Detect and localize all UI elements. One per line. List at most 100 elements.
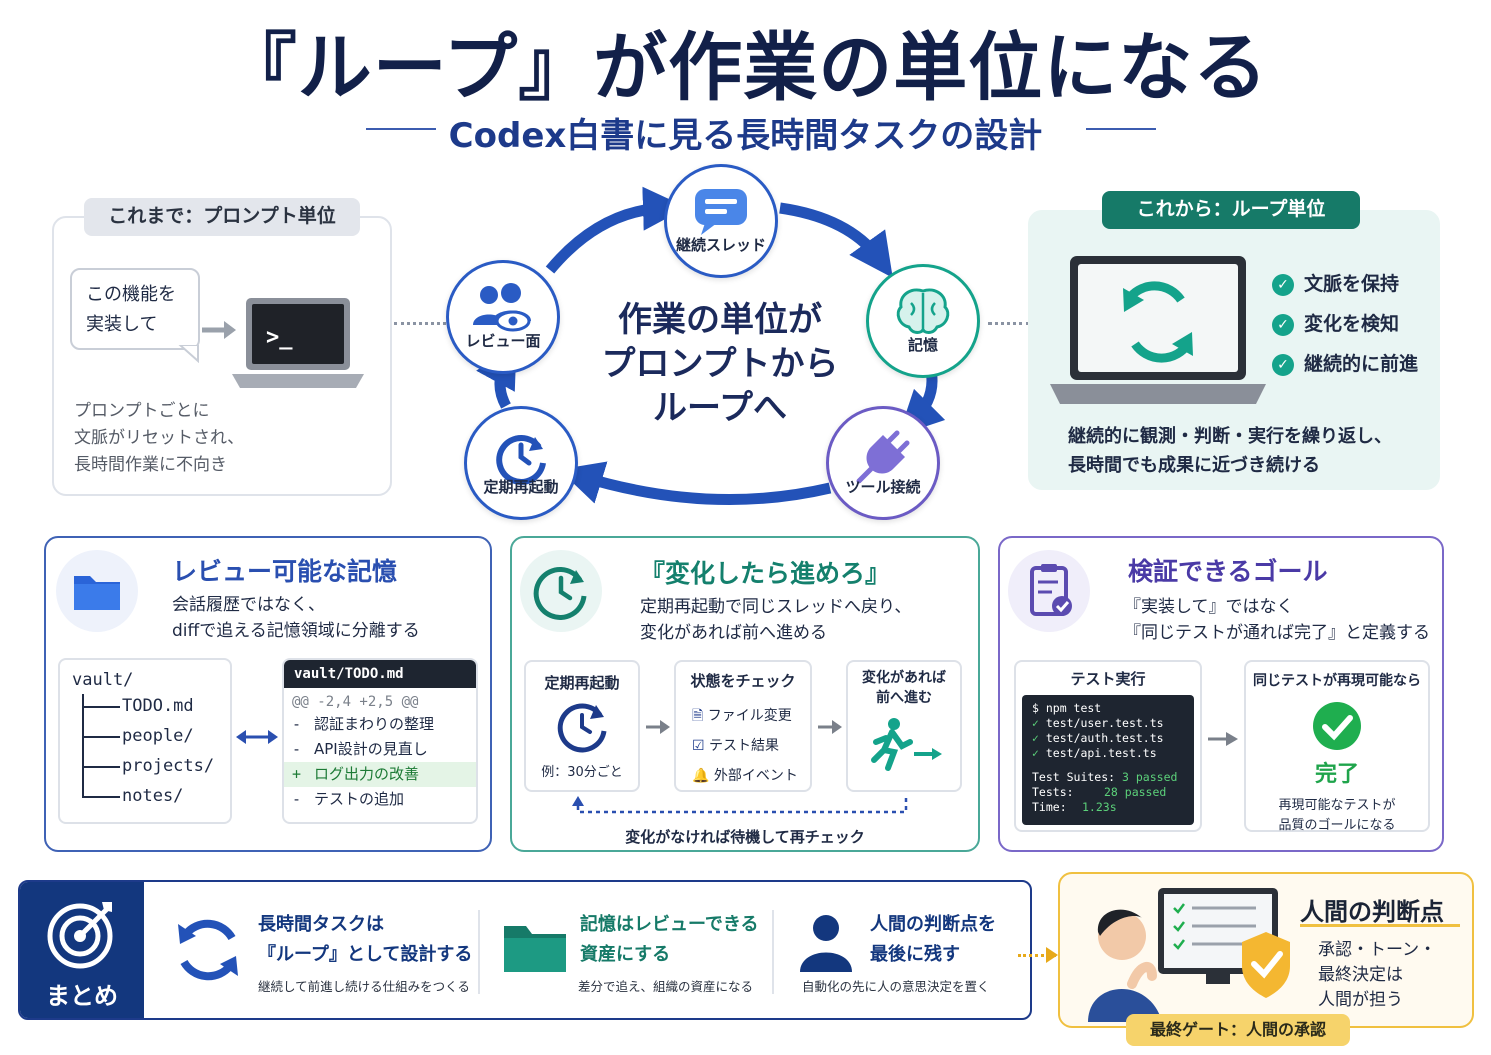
page-title: 『ループ』が作業の単位になる	[222, 25, 1269, 111]
before-tag: これまで：プロンプト単位	[84, 198, 360, 236]
status-item-event: 🔔 外部イベント	[692, 761, 810, 791]
goal-title: 検証できるゴール	[1128, 557, 1328, 586]
diff-text: API設計の見直し	[314, 740, 428, 758]
change-desc: 定期再起動で同じスレッドへ戻り、 変化があれば前へ進める	[640, 594, 911, 646]
after-desc-line-2: 長時間でも成果に近づき続ける	[1068, 455, 1320, 476]
restart-box-note: 例：30分ごと	[541, 765, 623, 780]
node-memory[interactable]: 記憶	[866, 264, 980, 378]
change-icon-circle	[520, 550, 602, 632]
status-item-test-label: テスト結果	[709, 738, 780, 754]
tree-item-people[interactable]: people/	[122, 726, 194, 746]
human-desc-line-1: 承認・トーン・	[1318, 940, 1437, 960]
done-box: 同じテストが再現可能なら 完了 再現可能なテストが 品質のゴールになる	[1244, 660, 1430, 833]
review-users-icon	[473, 283, 531, 332]
human-title: 人間の判断点	[1300, 898, 1444, 926]
change-title: 『変化したら進めろ』	[640, 559, 891, 588]
loop-arrows-icon	[178, 919, 238, 981]
node-thread[interactable]: 継続スレッド	[664, 164, 778, 278]
clock-icon	[533, 566, 587, 620]
advance-box: 変化があれば 前へ進む	[846, 660, 962, 792]
folder-icon	[74, 576, 120, 610]
tree-branch	[82, 796, 120, 798]
tests-label: Tests:	[1032, 785, 1074, 799]
recheck-loop-arrow	[572, 796, 908, 814]
prompt-bubble: この機能を 実装して	[70, 268, 200, 350]
diff-text: 認証まわりの整理	[314, 715, 435, 733]
arrow-right-icon	[202, 321, 236, 339]
recheck-note: 変化がなければ待機して再チェック	[625, 828, 865, 846]
summary-item-3-line-1: 人間の判断点を	[870, 914, 996, 935]
summary-item-2-line-2: 資産にする	[580, 944, 671, 965]
human-reviewer-illustration	[1088, 888, 1290, 1022]
node-review[interactable]: レビュー面	[446, 260, 560, 374]
check-icon: ✓	[1272, 313, 1294, 336]
timer-icon	[557, 703, 607, 753]
memory-desc: 会話履歴ではなく、 diffで追える記憶領域に分離する	[172, 592, 420, 644]
terminal-cmd: $ npm test	[1032, 701, 1102, 715]
node-restart[interactable]: 定期再起動	[464, 406, 578, 520]
human-title-underline	[1300, 924, 1460, 927]
summary-item-1-note: 継続して前進し続ける仕組みをつくる	[258, 979, 470, 994]
terminal-test-line: ✓ test/auth.test.ts	[1032, 731, 1164, 745]
connector-gold	[1018, 954, 1056, 957]
node-restart-label: 定期再起動	[483, 478, 559, 496]
diff-line: -テストの追加	[284, 787, 476, 812]
arrow-right-icon	[1208, 732, 1238, 746]
done-note: 再現可能なテストが 品質のゴールになる	[1246, 796, 1428, 836]
node-review-label: レビュー面	[465, 332, 541, 350]
diff-line: -API設計の見直し	[284, 737, 476, 762]
status-check-box: 状態をチェック 🗎 ファイル変更 ☑ テスト結果 🔔 外部イベント	[674, 660, 812, 792]
status-item-file: 🗎 ファイル変更	[692, 701, 810, 731]
time-label: Time:	[1032, 800, 1067, 814]
terminal-test-line: ✓ test/user.test.ts	[1032, 716, 1164, 730]
bidirectional-arrow-icon	[236, 730, 278, 744]
memory-icon-circle	[56, 550, 138, 632]
after-desc-line-1: 継続的に観測・判断・実行を繰り返し、	[1068, 426, 1392, 447]
check-label-2: 変化を検知	[1304, 313, 1400, 335]
time-row: Time: 1.23s	[1032, 800, 1184, 815]
summary-item-3-title: 人間の判断点を 最後に残す	[870, 910, 996, 970]
brain-icon	[896, 288, 950, 334]
checkbox-icon: ☑	[692, 738, 705, 754]
tree-root: vault/	[72, 670, 134, 690]
node-tools-label: ツール接続	[845, 478, 921, 496]
check-item-1: ✓文脈を保持	[1272, 268, 1418, 308]
summary-item-1-title: 長時間タスクは 『ループ』として設計する	[258, 910, 472, 970]
bell-icon: 🔔	[692, 768, 710, 784]
diff-text: テストの追加	[314, 790, 405, 808]
tree-item-projects[interactable]: projects/	[122, 756, 215, 776]
done-box-title: 同じテストが再現可能なら	[1253, 673, 1421, 689]
tree-item-todo[interactable]: TODO.md	[122, 696, 194, 716]
center-line-3: ループへ	[653, 388, 787, 428]
plug-icon	[856, 430, 910, 484]
goal-desc-line-1: 『実装して』ではなく	[1124, 597, 1294, 617]
time-value: 1.23s	[1082, 800, 1117, 814]
summary-item-2-note: 差分で追え、組織の資産になる	[578, 979, 754, 994]
terminal-test-line: ✓ test/api.test.ts	[1032, 746, 1157, 760]
done-note-line-2: 品質のゴールになる	[1278, 818, 1396, 833]
human-desc-line-2: 最終決定は	[1318, 965, 1403, 985]
diff-sign: -	[292, 740, 302, 758]
node-tools[interactable]: ツール接続	[826, 406, 940, 520]
center-line-1: 作業の単位が	[618, 300, 822, 340]
change-desc-line-2: 変化があれば前へ進める	[640, 623, 827, 643]
test-file-3: test/api.test.ts	[1045, 746, 1157, 760]
summary-item-3-line-2: 最後に残す	[870, 944, 960, 965]
clock-refresh-icon	[496, 435, 546, 485]
clipboard-check-icon	[1030, 564, 1072, 616]
check-item-3: ✓継続的に前進	[1272, 348, 1418, 388]
tree-item-notes[interactable]: notes/	[122, 786, 184, 806]
goal-desc: 『実装して』ではなく 『同じテストが通れば完了』と定義する	[1124, 594, 1430, 646]
test-run-box: テスト実行 $ npm test ✓ test/user.test.ts ✓ t…	[1014, 660, 1202, 832]
summary-bar: まとめ 長時間タスクは 『ループ』として設計する 継続して前進し続ける仕組みをつ…	[18, 880, 1032, 1020]
before-note: プロンプトごとに 文脈がリセットされ、 長時間作業に不向き	[74, 398, 244, 479]
subtitle-rule-left	[366, 128, 436, 130]
check-icon: ✓	[1272, 273, 1294, 296]
memory-title: レビュー可能な記憶	[172, 557, 398, 586]
diff-text: ログ出力の改善	[314, 765, 420, 783]
advance-box-title: 変化があれば 前へ進む	[848, 668, 960, 708]
status-item-file-label: ファイル変更	[707, 708, 792, 724]
arrow-right-icon	[1046, 947, 1058, 963]
file-icon: 🗎	[692, 708, 704, 724]
summary-item-3-note: 自動化の先に人の意思決定を置く	[802, 979, 990, 994]
